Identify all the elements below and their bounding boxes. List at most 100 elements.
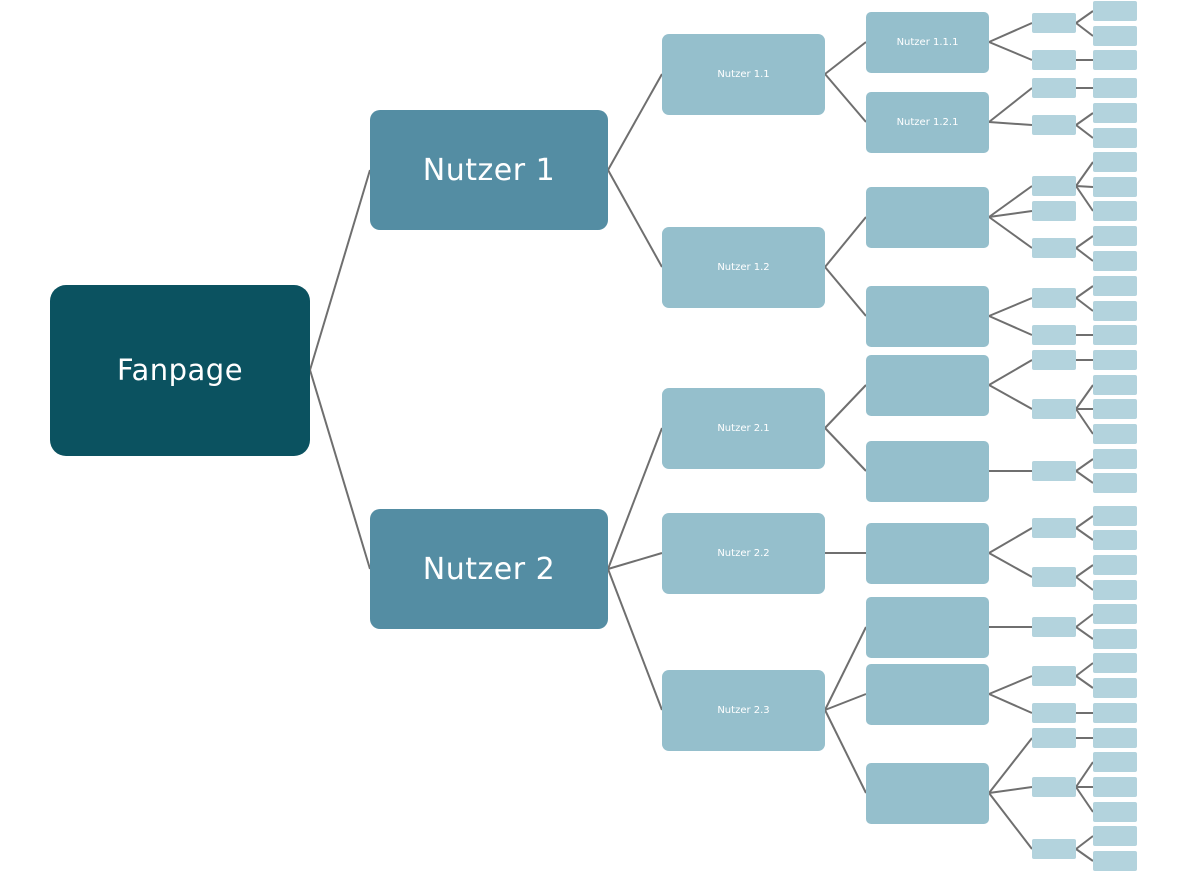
node-2-3-3-1 <box>1032 728 1076 748</box>
node-2-3-2-1-1 <box>1093 653 1137 673</box>
node-1-2-label: Nutzer 1.2 <box>717 261 770 273</box>
connector-node-1-1-2-to-node-1-1-2-2 <box>988 121 1033 126</box>
node-2-1-1-1-1 <box>1093 350 1137 370</box>
connector-node-1-1-1-1-to-node-1-1-1-1-2 <box>1075 22 1094 37</box>
node-1-1-1-1-2 <box>1093 26 1137 46</box>
node-2-3-2 <box>866 663 989 725</box>
node-2-3: Nutzer 2.3 <box>662 669 825 751</box>
connector-node-1-2-1-3-to-node-1-2-1-3-1 <box>1075 235 1094 249</box>
connector-node-2-3-2-1-to-node-2-3-2-1-1 <box>1075 662 1094 677</box>
node-2-2-1 <box>866 522 989 584</box>
connector-node-2-2-1-to-node-2-2-1-2 <box>988 552 1033 578</box>
connector-node-2-1-1-2-to-node-2-1-1-2-3 <box>1075 408 1094 435</box>
connector-node-1-1-1-to-node-1-1-1-1 <box>988 22 1033 43</box>
node-2-2-1-2 <box>1032 567 1076 587</box>
node-1-1-1-2-1 <box>1093 50 1137 70</box>
node-2-3-3-2-1 <box>1093 752 1137 772</box>
node-1-2-1-1-2 <box>1093 177 1137 197</box>
connector-node-2-3-to-node-2-3-1 <box>824 626 867 711</box>
connector-node-1-2-1-3-to-node-1-2-1-3-2 <box>1075 247 1094 262</box>
node-2-3-3-1-1 <box>1093 728 1137 748</box>
node-2-1-label: Nutzer 2.1 <box>717 422 770 434</box>
connector-node-1-2-1-1-to-node-1-2-1-1-2 <box>1075 185 1094 188</box>
connector-node-2-1-2-1-to-node-2-1-2-1-1 <box>1075 458 1094 472</box>
node-2-3-3 <box>866 762 989 824</box>
connector-node-1-1-2-to-node-1-1-2-1 <box>988 87 1033 123</box>
node-1-2-2-1-1 <box>1093 276 1137 296</box>
node-1-2-1-3 <box>1032 238 1076 258</box>
node-1-1: Nutzer 1.1 <box>662 33 825 115</box>
node-1-1-2-2 <box>1032 115 1076 135</box>
node-1-2-1-3-2 <box>1093 251 1137 271</box>
connector-node-1-1-1-1-to-node-1-1-1-1-1 <box>1075 10 1094 24</box>
connector-node-2-2-1-to-node-2-2-1-1 <box>988 527 1033 554</box>
connector-node-2-3-2-to-node-2-3-2-1 <box>988 675 1033 695</box>
node-2-1-2 <box>866 440 989 502</box>
connector-node-2-1-1-2-to-node-2-1-1-2-1 <box>1075 384 1094 410</box>
connector-node-1-2-2-1-to-node-1-2-2-1-1 <box>1075 285 1094 299</box>
connector-node-1-2-to-node-1-2-1 <box>824 216 867 268</box>
node-1-2-2-2 <box>1032 325 1076 345</box>
connector-node-2-3-3-3-to-node-2-3-3-3-2 <box>1075 848 1094 862</box>
connector-node-2-to-node-2-2 <box>607 552 663 570</box>
node-1-1-2-2-1 <box>1093 103 1137 123</box>
node-2-1-1-2-2 <box>1093 399 1137 419</box>
connector-node-2-2-1-1-to-node-2-2-1-1-1 <box>1075 515 1094 529</box>
node-1-1-2-label: Nutzer 1.2.1 <box>896 116 959 128</box>
connector-node-2-to-node-2-1 <box>607 427 663 570</box>
connector-node-1-2-1-to-node-1-2-1-2 <box>988 210 1033 218</box>
node-2: Nutzer 2 <box>370 509 608 629</box>
node-2-3-2-2-1 <box>1093 703 1137 723</box>
node-2-1-1-1 <box>1032 350 1076 370</box>
connector-root-node-to-node-1 <box>309 169 371 371</box>
node-2-3-3-2 <box>1032 777 1076 797</box>
node-1-1-2: Nutzer 1.2.1 <box>866 91 989 153</box>
connector-node-1-2-1-to-node-1-2-1-1 <box>988 185 1033 218</box>
node-2-1-2-1-1 <box>1093 449 1137 469</box>
node-2-1-2-1 <box>1032 461 1076 481</box>
connector-root-node-to-node-2 <box>309 369 371 570</box>
connector-node-1-1-2-2-to-node-1-1-2-2-2 <box>1075 124 1094 139</box>
node-2-3-3-3-2 <box>1093 851 1137 871</box>
node-2-3-2-1 <box>1032 666 1076 686</box>
connector-node-1-2-1-1-to-node-1-2-1-1-1 <box>1075 161 1094 187</box>
node-1-2-1 <box>866 186 989 248</box>
connector-node-2-3-2-1-to-node-2-3-2-1-2 <box>1075 675 1094 689</box>
node-2-1: Nutzer 2.1 <box>662 387 825 469</box>
node-1-2-1-1-1 <box>1093 152 1137 172</box>
node-1-2-1-1 <box>1032 176 1076 196</box>
node-2-3-2-1-2 <box>1093 678 1137 698</box>
connector-node-2-2-1-2-to-node-2-2-1-2-1 <box>1075 564 1094 578</box>
connector-node-2-3-3-2-to-node-2-3-3-2-3 <box>1075 786 1094 813</box>
node-2-3-3-2-2 <box>1093 777 1137 797</box>
connector-node-2-3-1-1-to-node-2-3-1-1-1 <box>1075 613 1094 628</box>
node-2-3-1-1 <box>1032 617 1076 637</box>
node-1-2-1-1-3 <box>1093 201 1137 221</box>
connector-node-2-3-3-to-node-2-3-3-3 <box>988 792 1033 850</box>
connector-node-2-1-to-node-2-1-2 <box>824 427 867 472</box>
node-1-1-2-2-2 <box>1093 128 1137 148</box>
connector-node-2-2-1-2-to-node-2-2-1-2-2 <box>1075 576 1094 591</box>
connector-node-1-2-1-to-node-1-2-1-3 <box>988 216 1033 249</box>
connector-node-1-to-node-1-2 <box>607 169 663 268</box>
connector-node-2-2-1-1-to-node-2-2-1-1-2 <box>1075 527 1094 541</box>
connector-node-1-2-2-1-to-node-1-2-2-1-2 <box>1075 297 1094 312</box>
node-1-2-2 <box>866 285 989 347</box>
connector-node-2-3-3-3-to-node-2-3-3-3-1 <box>1075 835 1094 850</box>
connector-node-2-1-2-1-to-node-2-1-2-1-2 <box>1075 470 1094 484</box>
connector-node-1-2-to-node-1-2-2 <box>824 266 867 317</box>
node-2-label: Nutzer 2 <box>422 551 556 587</box>
node-2-1-1-2 <box>1032 399 1076 419</box>
node-2-3-3-3 <box>1032 839 1076 859</box>
node-1-label: Nutzer 1 <box>422 152 556 188</box>
node-1-1-2-1-1 <box>1093 78 1137 98</box>
connector-node-1-2-1-1-to-node-1-2-1-1-3 <box>1075 185 1094 212</box>
node-2-1-2-1-2 <box>1093 473 1137 493</box>
connector-node-1-1-2-2-to-node-1-1-2-2-1 <box>1075 112 1094 126</box>
node-2-2-1-1-2 <box>1093 530 1137 550</box>
node-2-2-1-2-1 <box>1093 555 1137 575</box>
connector-node-1-2-2-to-node-1-2-2-1 <box>988 297 1033 317</box>
connector-node-2-to-node-2-3 <box>607 568 663 711</box>
connector-node-1-1-to-node-1-1-2 <box>824 73 867 123</box>
